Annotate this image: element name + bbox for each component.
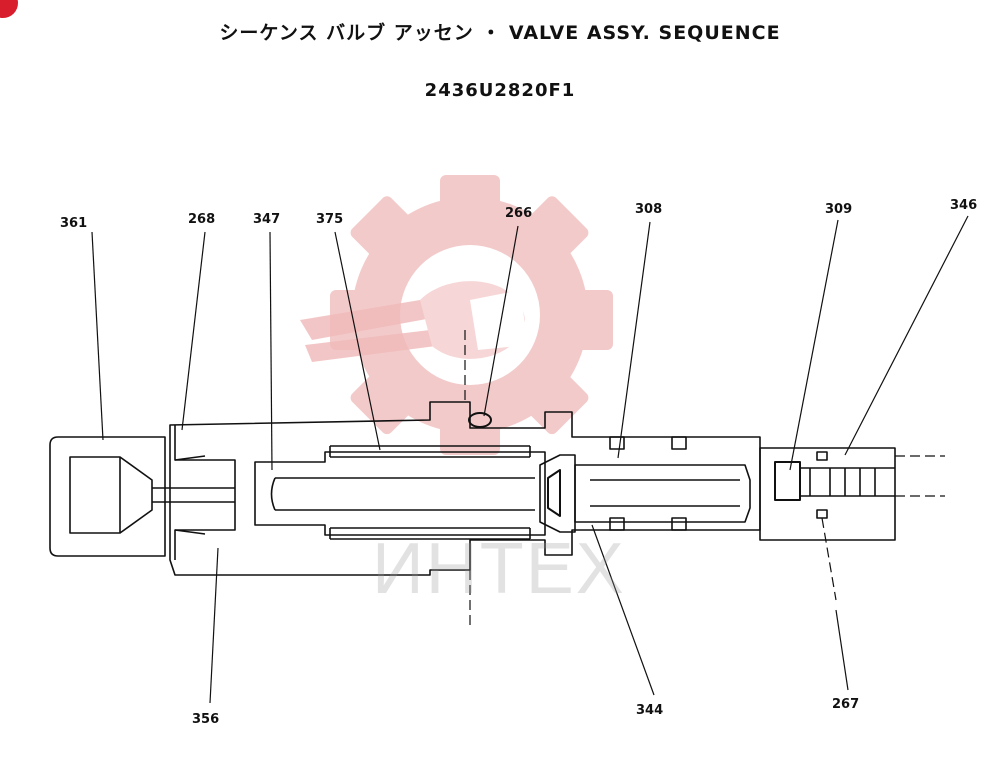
callout-267: 267: [832, 697, 860, 712]
callout-375: 375: [316, 212, 344, 227]
diagram-title: シーケンス バルブ アッセン ・ VALVE ASSY. SEQUENCE: [219, 22, 781, 44]
callout-356: 356: [192, 712, 220, 727]
corner-badge: [0, 0, 18, 18]
callout-309: 309: [825, 202, 853, 217]
callout-346: 346: [950, 198, 978, 213]
callout-361: 361: [60, 216, 88, 231]
callout-308: 308: [635, 202, 663, 217]
centerline-dashes: [464, 330, 945, 630]
watermark-wrench-icon: [300, 281, 528, 362]
watermark-text: ИНТЕХ: [372, 529, 626, 609]
watermark-gear-icon: [330, 175, 613, 455]
callout-344: 344: [636, 703, 664, 718]
part-number: 2436U2820F1: [424, 80, 576, 101]
valve-outline: [49, 401, 896, 576]
callout-268: 268: [188, 212, 216, 227]
callout-347: 347: [253, 212, 281, 227]
leader-lines: [91, 215, 969, 704]
callout-266: 266: [505, 206, 533, 221]
